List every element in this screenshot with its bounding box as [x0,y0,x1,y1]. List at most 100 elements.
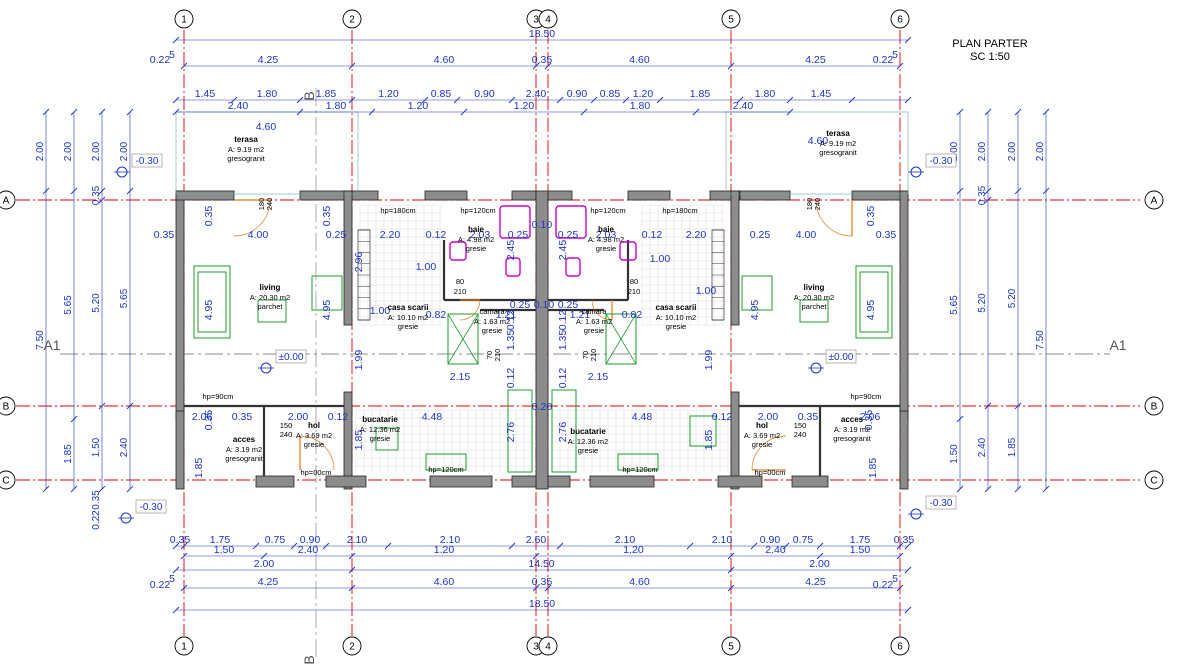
storage-cross-right [605,313,637,365]
dim-inner-3: 0.25 [326,229,347,241]
room-bucatarie-right-finish: gresie [578,446,598,455]
fixtures [193,199,893,473]
dim-label: 1.80 [630,100,651,112]
room-bucatarie-right-name: bucatarie [570,427,606,436]
dim-label: 1.20 [378,88,399,100]
dim-inner-33: 2.96 [353,252,365,273]
level-floor-left-label: ±0.00 [279,352,304,363]
room-hol-right-finish: gresie [752,440,772,449]
dim-inner-17: 2.20 [380,229,401,241]
wall-top-right-b [739,190,791,201]
tiles-stair-left [359,204,442,326]
dim-inner-29: 0.35 [876,229,897,241]
room-acces-right-area: A: 3.19 m2 [834,425,870,434]
room-camara-right-area: A: 1.63 m2 [576,317,612,326]
dim-tick [556,542,564,550]
dim-tick [544,584,552,592]
grid-bubble-1 [174,9,194,29]
grid-bubble-label-A: A [3,196,10,207]
dim-tick [1042,108,1050,116]
wall-party [535,190,549,490]
dim-tick [296,96,304,104]
wall-bot-3 [429,475,493,488]
dim-inner-61: 0.25 [510,299,531,311]
dim-label: 5.65 [63,295,74,315]
dim-tick [460,108,468,116]
dim-tick [348,552,356,560]
note-20: 180 [805,198,814,211]
dim-inner-20: 0.25 [508,229,529,241]
grid-lines [16,30,1140,660]
room-hol-left-finish: gresie [304,440,324,449]
dim-inner-23: 0.10 [532,219,553,231]
dim-inner-18: 0.12 [426,229,447,241]
grid-bubble-B [0,396,16,416]
dim-inner-43: 2.15 [588,371,609,383]
room-baie-left-finish: gresie [466,244,486,253]
dim-inner-5: 4.95 [321,300,333,321]
sink-right [619,241,637,261]
grid-bubble-label-4: 4 [545,15,551,26]
dim-tick [727,62,735,70]
dim-inner-55: 1.99 [703,350,715,371]
dim-inner-26: 2.76 [505,422,517,443]
dim-tick [590,96,598,104]
note-0: hp=180cm [380,206,415,215]
dim-label: 5.20 [91,293,102,313]
dim-tick [727,552,735,560]
note-23: 210 [493,349,502,362]
note-8: hp=00cm [300,468,331,477]
dim-tick [180,62,188,70]
room-living-left-finish: parchet [257,302,283,311]
shower-left [499,205,531,239]
wc-right [565,257,581,277]
dim-label: 5.65 [949,295,960,315]
wall-bot-4 [511,475,537,488]
grid-bubble-label-4: 4 [545,642,551,653]
dim-inner-52: 2.45 [557,240,569,261]
grid-bubble-2 [342,9,362,29]
door-terrace-right [815,199,853,237]
room-casa-scarii-left-area: A: 10.10 m2 [388,313,428,322]
dim-tick [70,415,78,423]
wall-2-lower [343,391,353,490]
dim-tick [984,108,992,116]
dim-label: 4.60 [629,576,650,588]
level-ext-bottom-left-box [135,499,167,514]
room-hol-right-name: hol [756,421,768,430]
dim-tick [1042,485,1050,493]
note-6: hp=120cm [428,465,463,474]
door-swing [751,435,787,471]
kitchen-unit-left [507,389,533,473]
dim-label: 1.20 [408,100,429,112]
dim-tick [656,96,664,104]
dim-tick [126,187,134,195]
grid-bubble-label-B: B [3,402,10,413]
dim-inner-39: 0.35 [863,410,875,431]
dim-label: 1.20 [514,100,535,112]
dim-inner-35: 4.95 [749,300,761,321]
dim-label: 18.50 [529,28,555,40]
dim-tick [172,566,180,574]
room-baie-right-name: baie [598,225,615,234]
room-camara-right-finish: gresie [584,326,604,335]
room-baie-right-finish: gresie [596,244,616,253]
grid-bubble-label-A: A [1151,196,1158,207]
dim-edge-bottom-left-sup: 5 [169,573,175,585]
dim-label: 2.00 [254,558,275,570]
dim-edge-left-sup: 5 [169,49,175,61]
dim-tick [180,542,188,550]
dim-inner-36: 4.95 [865,300,877,321]
dim-tick [453,96,461,104]
dim-tick [896,62,904,70]
dim-inner-4: 4.95 [203,300,215,321]
dim-inner-2: 0.35 [154,229,175,241]
note-10: 80 [456,277,464,286]
plan-title: PLAN PARTER [952,38,1028,50]
dim-tick [1014,402,1022,410]
note-13: 210 [628,287,641,296]
dim-tick [126,485,134,493]
wall-right-lower [899,410,909,490]
room-casa-scarii-right-area: A: 10.10 m2 [656,313,696,322]
